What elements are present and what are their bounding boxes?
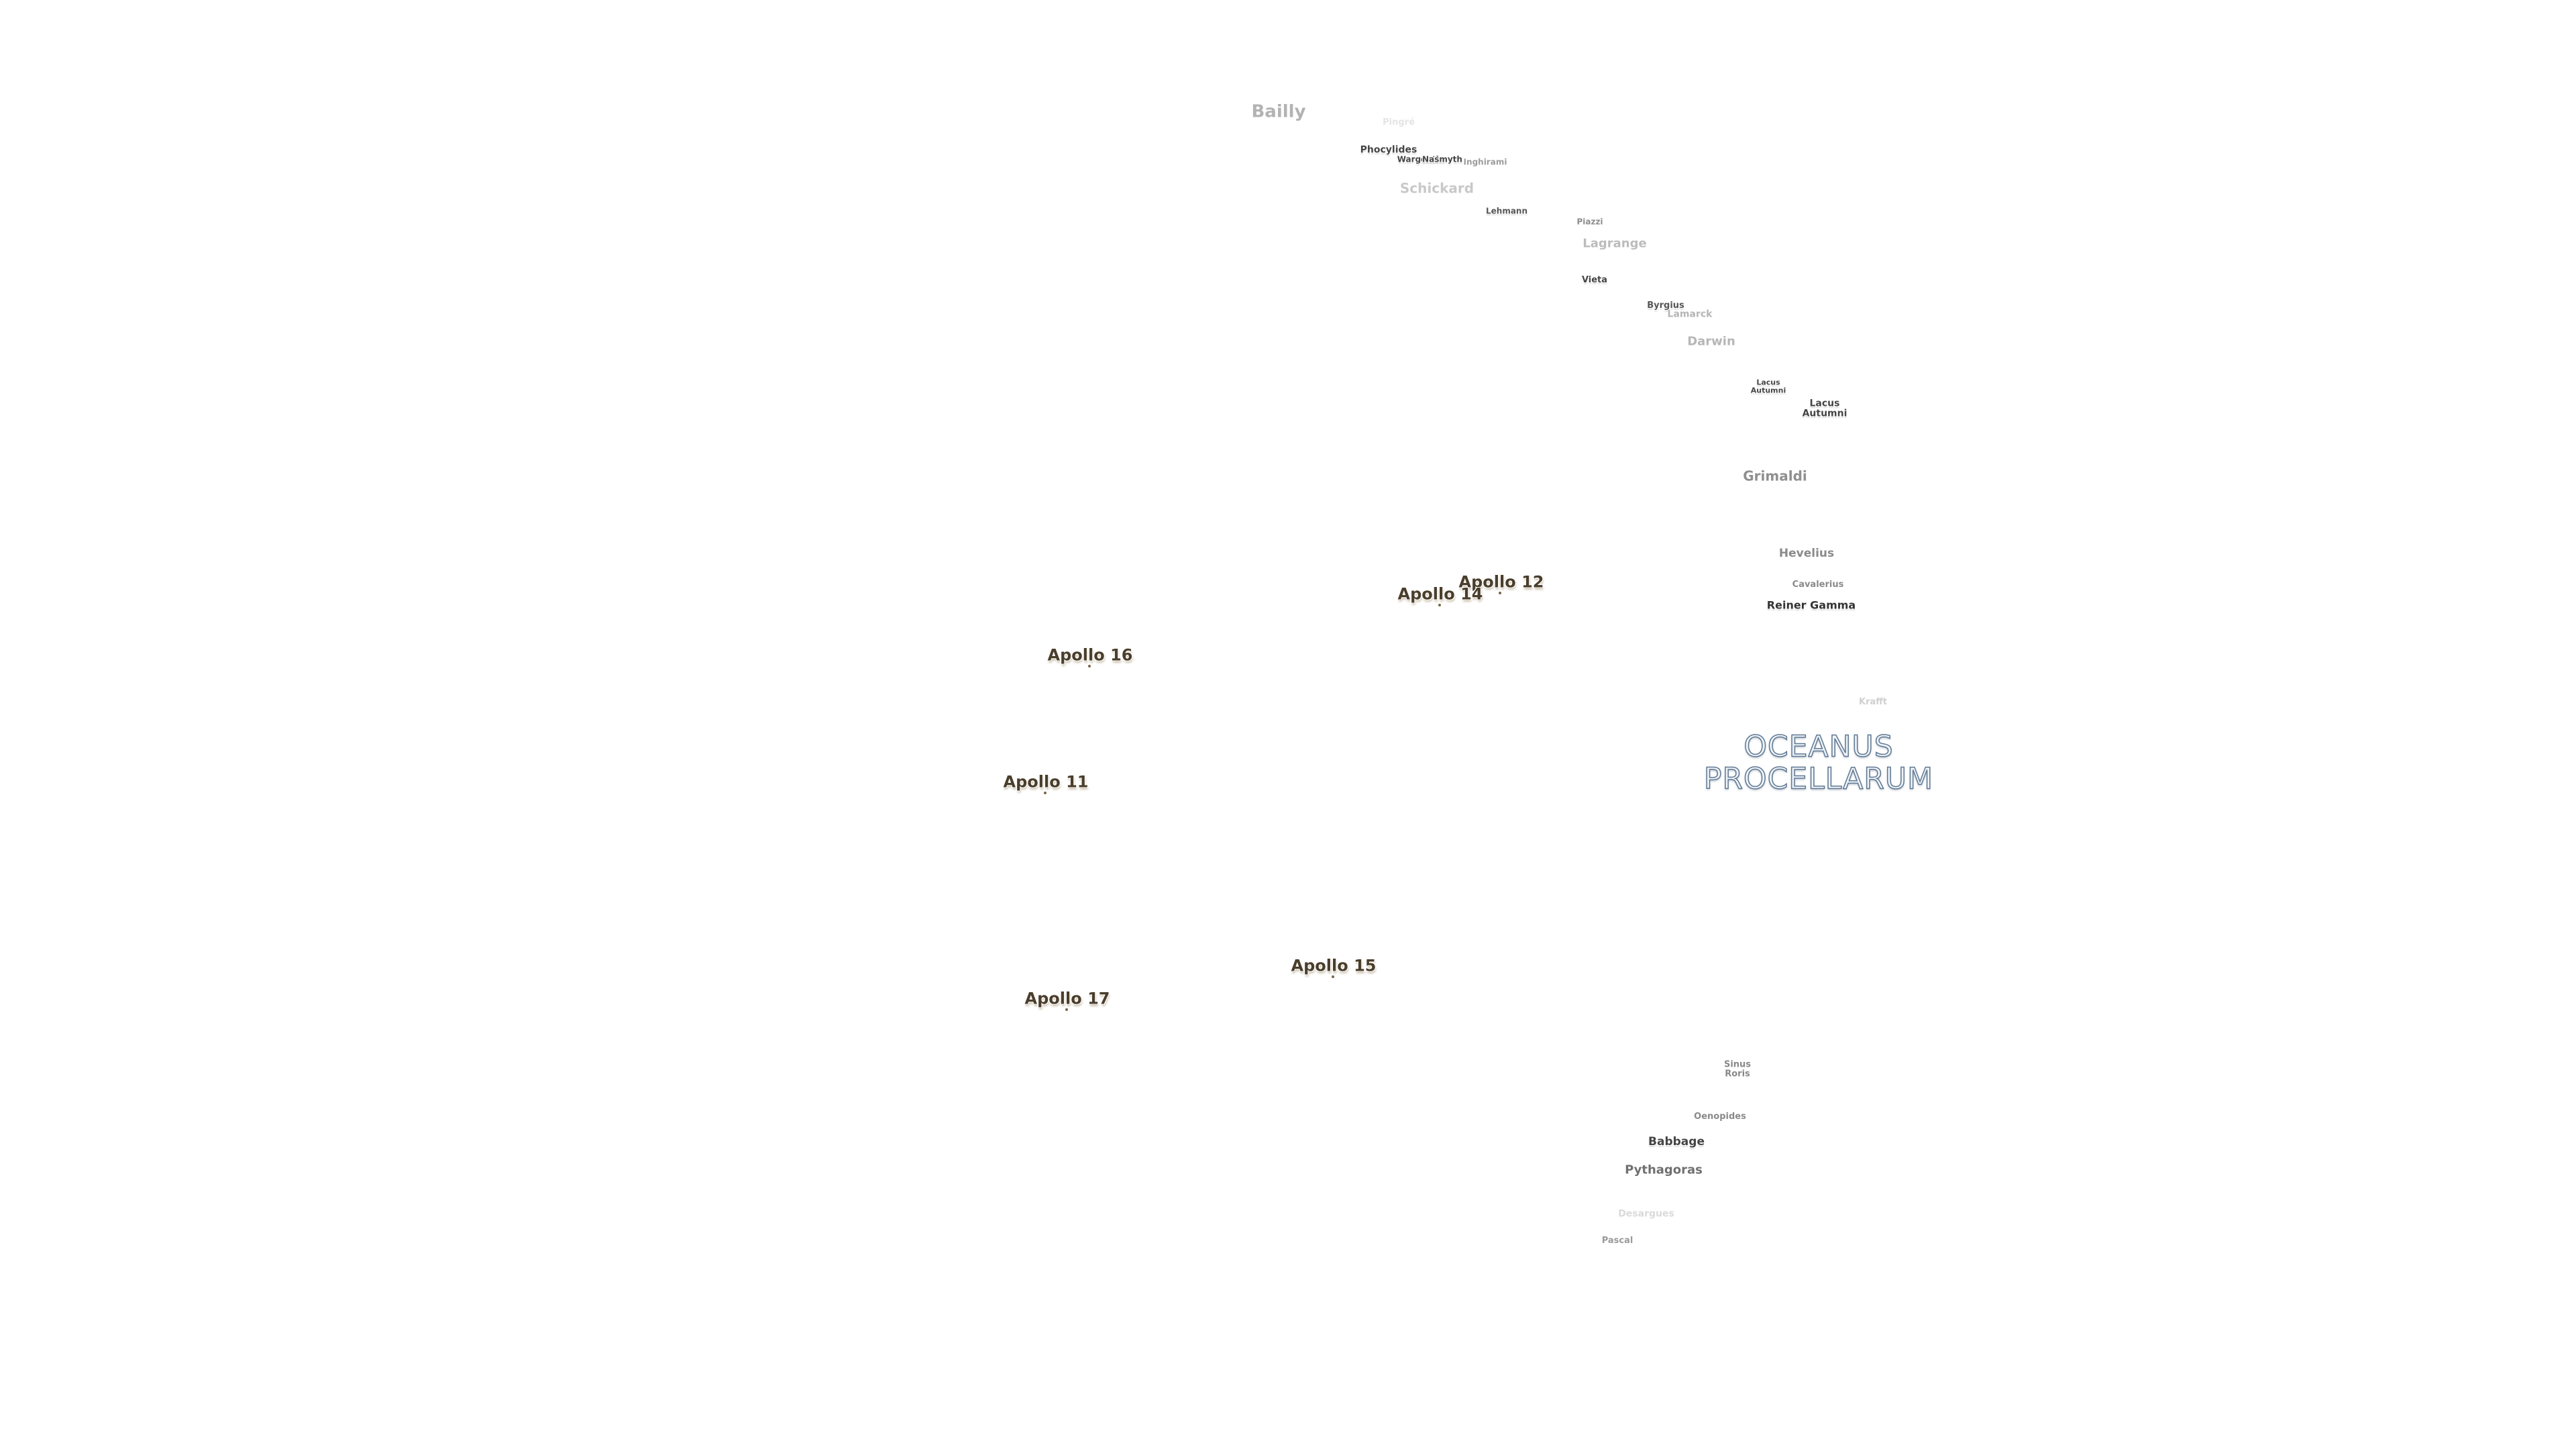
apollo-14-marker-icon[interactable] bbox=[1438, 604, 1441, 606]
lacus-autumni-label-small: Lacus Autumni bbox=[1751, 378, 1786, 394]
lacus-autumni-line1: Lacus bbox=[1756, 378, 1780, 387]
lacus-autumni-line2: Autumni bbox=[1802, 408, 1847, 419]
apollo-14-site-label[interactable]: Apollo 14 bbox=[1397, 584, 1483, 604]
sinus-roris-line2: Roris bbox=[1725, 1069, 1750, 1079]
apollo-16-site-label[interactable]: Apollo 16 bbox=[1047, 645, 1133, 665]
apollo-17-site-label[interactable]: Apollo 17 bbox=[1024, 989, 1110, 1008]
apollo-15-marker-icon[interactable] bbox=[1332, 975, 1334, 978]
apollo-11-site-label[interactable]: Apollo 11 bbox=[1003, 772, 1089, 792]
crater-label-vieta: Vieta bbox=[1581, 275, 1608, 286]
crater-label-piazzi: Piazzi bbox=[1576, 217, 1603, 227]
crater-label-darwin: Darwin bbox=[1687, 334, 1735, 349]
crater-label-bailly: Bailly bbox=[1251, 101, 1306, 122]
lacus-autumni-label: Lacus Autumni bbox=[1803, 398, 1847, 418]
crater-label-pascal: Pascal bbox=[1601, 1236, 1633, 1246]
crater-label-lagrange: Lagrange bbox=[1582, 236, 1647, 251]
crater-label-oenopides: Oenopides bbox=[1694, 1112, 1746, 1122]
crater-label-lehmann: Lehmann bbox=[1485, 206, 1528, 216]
apollo-12-site-label[interactable]: Apollo 12 bbox=[1458, 572, 1544, 592]
crater-label-hevelius: Hevelius bbox=[1778, 547, 1835, 561]
crater-label-grimaldi: Grimaldi bbox=[1743, 468, 1807, 484]
apollo-11-marker-icon[interactable] bbox=[1044, 792, 1046, 794]
ocean-line2: PROCELLARUM bbox=[1703, 762, 1934, 796]
crater-label-nasmyth: Nasmyth bbox=[1422, 154, 1462, 164]
crater-label-lamarck: Lamarck bbox=[1667, 309, 1713, 320]
crater-label-byrgius: Byrgius bbox=[1647, 301, 1684, 311]
sinus-roris-line1: Sinus bbox=[1723, 1059, 1752, 1070]
lacus-autumni-line2: Autumni bbox=[1750, 386, 1786, 394]
crater-label-wargentin: Wargentin bbox=[1397, 154, 1445, 164]
lacus-autumni-line1: Lacus bbox=[1809, 398, 1840, 409]
crater-label-inghirami: Inghirami bbox=[1463, 157, 1507, 167]
feature-label-reiner-gamma: Reiner Gamma bbox=[1766, 598, 1856, 612]
crater-label-phocylides: Phocylides bbox=[1360, 144, 1417, 156]
crater-label-babbage: Babbage bbox=[1648, 1135, 1705, 1149]
apollo-17-marker-icon[interactable] bbox=[1065, 1008, 1068, 1011]
crater-label-schickard: Schickard bbox=[1399, 180, 1474, 197]
ocean-line1: OCEANUS bbox=[1743, 729, 1894, 764]
apollo-12-marker-icon[interactable] bbox=[1499, 592, 1501, 594]
crater-label-cavalerius: Cavalerius bbox=[1792, 580, 1844, 590]
crater-label-krafft: Krafft bbox=[1858, 697, 1888, 708]
crater-label-pingre: Pingré bbox=[1383, 117, 1415, 128]
apollo-16-marker-icon[interactable] bbox=[1088, 665, 1091, 667]
sinus-roris-label: Sinus Roris bbox=[1724, 1060, 1751, 1078]
mare-label-oceanus-procellarum: OCEANUS PROCELLARUM bbox=[1703, 729, 1934, 796]
crater-label-pythagoras: Pythagoras bbox=[1625, 1163, 1703, 1177]
apollo-15-site-label[interactable]: Apollo 15 bbox=[1291, 956, 1377, 975]
crater-label-desargues: Desargues bbox=[1618, 1208, 1674, 1220]
